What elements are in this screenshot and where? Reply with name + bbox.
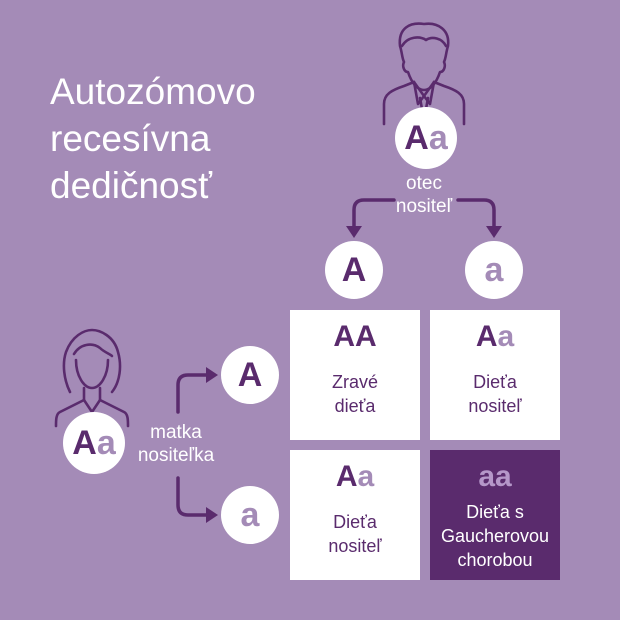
mother-label: matka nositeľka — [126, 421, 226, 467]
cell-description: Dieťa nositeľ — [430, 370, 560, 418]
father-allele-A: A — [341, 251, 367, 289]
title-line-3: dedičnosť — [50, 165, 212, 206]
arrow-icon — [346, 226, 362, 238]
mother-allele-A-circle: A — [221, 346, 279, 404]
mother-allele-a-circle: a — [221, 486, 279, 544]
father-arrows — [352, 198, 496, 228]
mother-arrows — [176, 373, 208, 517]
cell-desc-line-2: dieťa — [334, 396, 376, 416]
mother-allele-dominant: A — [72, 424, 97, 462]
cell-allele-2: a — [495, 460, 512, 493]
cell-allele-1: A — [335, 460, 358, 493]
cell-genotype: Aa — [430, 320, 560, 354]
title-line-1: Autozómovo — [50, 71, 256, 112]
father-label-line-1: otec — [406, 173, 442, 194]
cell-desc-line-1: Dieťa — [473, 372, 517, 392]
father-allele-dominant: A — [404, 119, 429, 157]
cell-description: Dieťa s Gaucherovou chorobou — [430, 500, 560, 572]
title-line-2: recesívna — [50, 118, 211, 159]
cell-genotype: Aa — [290, 460, 420, 494]
father-allele-recessive: a — [428, 119, 448, 157]
mother-label-line-2: nositeľka — [137, 445, 215, 466]
punnett-cell-top-left: AA Zravé dieťa — [290, 310, 420, 440]
cell-description: Zravé dieťa — [290, 370, 420, 418]
cell-genotype: aa — [430, 460, 560, 494]
arrow-icon — [486, 226, 502, 238]
cell-desc-line-3: chorobou — [457, 550, 533, 570]
cell-allele-1: A — [333, 320, 355, 353]
page-title: Autozómovo recesívna dedičnosť — [50, 68, 256, 209]
cell-desc-line-1: Dieťa — [333, 512, 377, 532]
cell-allele-1: a — [478, 460, 495, 493]
cell-desc-line-1: Zravé — [331, 372, 378, 392]
cell-desc-line-2: nositeľ — [328, 536, 382, 556]
father-label: otec nositeľ — [384, 172, 464, 218]
cell-allele-2: a — [497, 320, 515, 353]
punnett-cell-top-right: Aa Dieťa nositeľ — [430, 310, 560, 440]
father-label-line-2: nositeľ — [395, 196, 453, 217]
cell-desc-line-2: nositeľ — [468, 396, 522, 416]
cell-allele-2: A — [355, 320, 377, 353]
father-allele-a: a — [484, 251, 504, 289]
father-figure-icon — [382, 22, 466, 126]
mother-label-line-1: matka — [150, 422, 202, 443]
mother-allele-recessive: a — [96, 424, 116, 462]
mother-allele-a: a — [240, 496, 260, 534]
father-allele-a-circle: a — [465, 241, 523, 299]
father-allele-A-circle: A — [325, 241, 383, 299]
arrow-icon — [206, 507, 218, 523]
punnett-cell-bottom-right: aa Dieťa s Gaucherovou chorobou — [430, 450, 560, 580]
cell-genotype: AA — [290, 320, 420, 354]
arrow-icon — [206, 367, 218, 383]
mother-allele-A: A — [237, 356, 263, 394]
cell-allele-1: A — [475, 320, 498, 353]
cell-desc-line-2: Gaucherovou — [440, 526, 550, 546]
cell-allele-2: a — [357, 460, 375, 493]
cell-description: Dieťa nositeľ — [290, 510, 420, 558]
punnett-cell-bottom-left: Aa Dieťa nositeľ — [290, 450, 420, 580]
cell-desc-line-1: Dieťa s — [466, 502, 524, 522]
